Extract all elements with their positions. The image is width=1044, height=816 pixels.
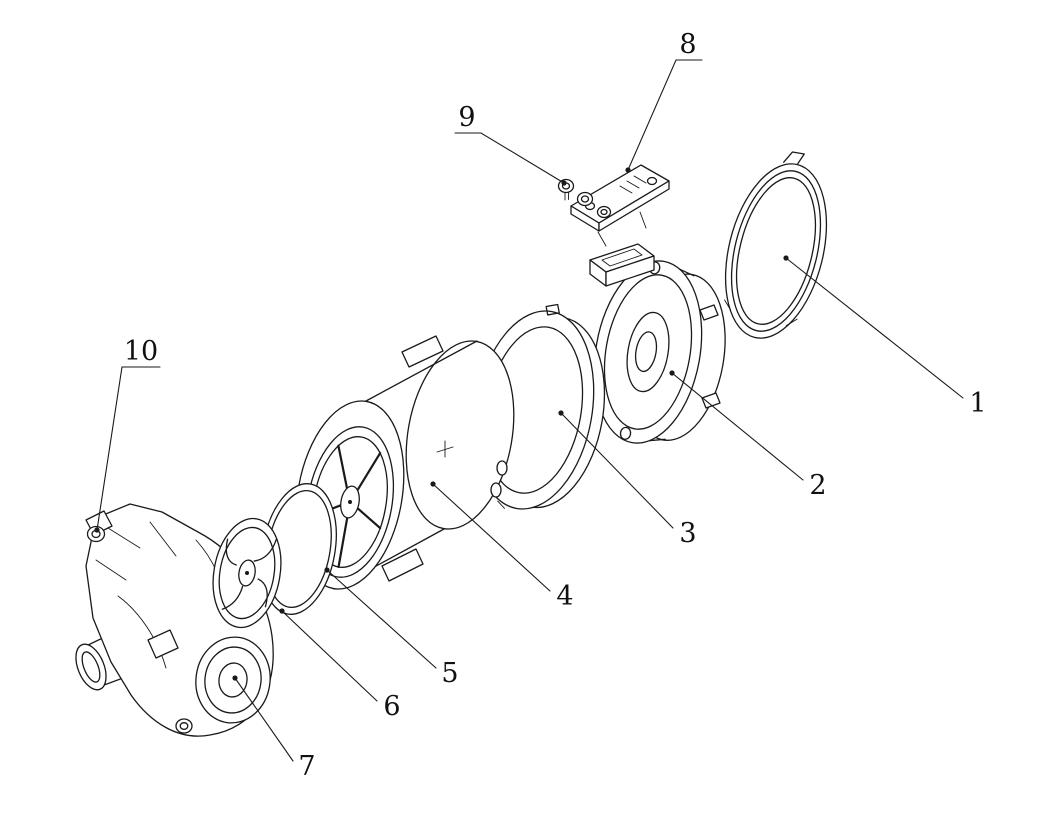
leader-line-5 [326, 569, 437, 669]
callout-label-2: 2 [809, 470, 826, 501]
callout-label-5: 5 [441, 658, 458, 689]
part-7-impeller [212, 517, 282, 629]
callout-label-3: 3 [679, 518, 696, 549]
leader-line-7 [234, 677, 294, 762]
part-1-clamp-band [724, 151, 828, 339]
leader-line-8 [627, 59, 703, 171]
callouts: 1 2 3 4 5 6 7 8 9 10 [94, 29, 987, 782]
callout-label-8: 8 [679, 29, 696, 60]
leader-dot-2 [669, 370, 675, 376]
callout-label-6: 6 [383, 691, 400, 722]
leader-line-2 [671, 372, 804, 481]
leader-dot-10 [94, 527, 100, 533]
callout-label-4: 4 [556, 581, 573, 612]
leader-line-9 [454, 132, 565, 184]
part-2-end-shield [589, 243, 726, 444]
leader-dot-3 [558, 410, 564, 416]
leader-line-10 [96, 366, 161, 531]
housing-screw [175, 718, 193, 734]
part-8-terminal-plate [570, 164, 670, 247]
leader-line-1 [785, 257, 964, 399]
leader-dot-5 [324, 567, 330, 573]
leader-dot-6 [279, 608, 285, 614]
leader-dot-9 [561, 180, 567, 186]
callout-label-7: 7 [298, 751, 315, 782]
part-6-o-ring [261, 483, 337, 615]
leader-line-6 [281, 610, 378, 702]
leader-line-3 [560, 412, 674, 529]
leader-dot-1 [783, 255, 789, 261]
leader-dot-4 [430, 481, 436, 487]
leader-line-4 [432, 483, 551, 592]
callout-label-1: 1 [969, 388, 986, 419]
callout-label-10: 10 [124, 336, 158, 367]
part-2-terminal-box [589, 243, 655, 287]
leader-dot-8 [625, 167, 631, 173]
callout-label-9: 9 [458, 102, 475, 133]
leader-dot-7 [232, 675, 238, 681]
